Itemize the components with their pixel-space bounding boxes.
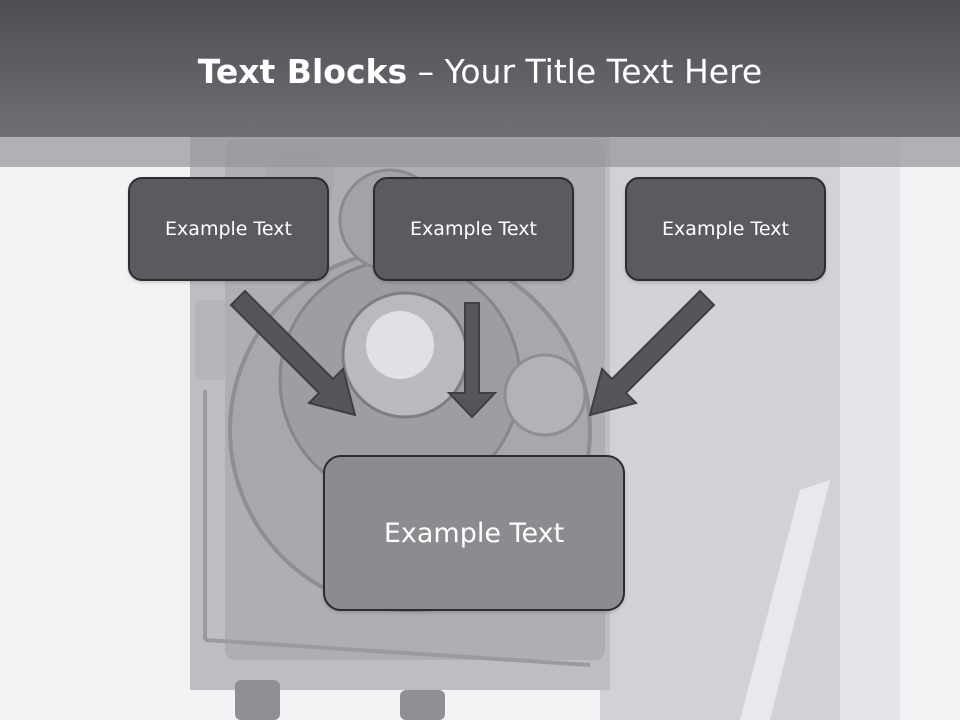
text-block-3[interactable]: Example Text (625, 177, 826, 281)
title-bar (0, 0, 960, 137)
slide-title-rest: Your Title Text Here (444, 52, 763, 91)
slide-title-dash: – (407, 52, 445, 91)
slide-title[interactable]: Text Blocks – Your Title Text Here (0, 52, 960, 91)
slide-title-bold: Text Blocks (197, 52, 408, 91)
text-block-main[interactable]: Example Text (323, 455, 625, 611)
text-block-1[interactable]: Example Text (128, 177, 329, 281)
text-block-2[interactable]: Example Text (373, 177, 574, 281)
title-bar-strip (0, 137, 960, 167)
